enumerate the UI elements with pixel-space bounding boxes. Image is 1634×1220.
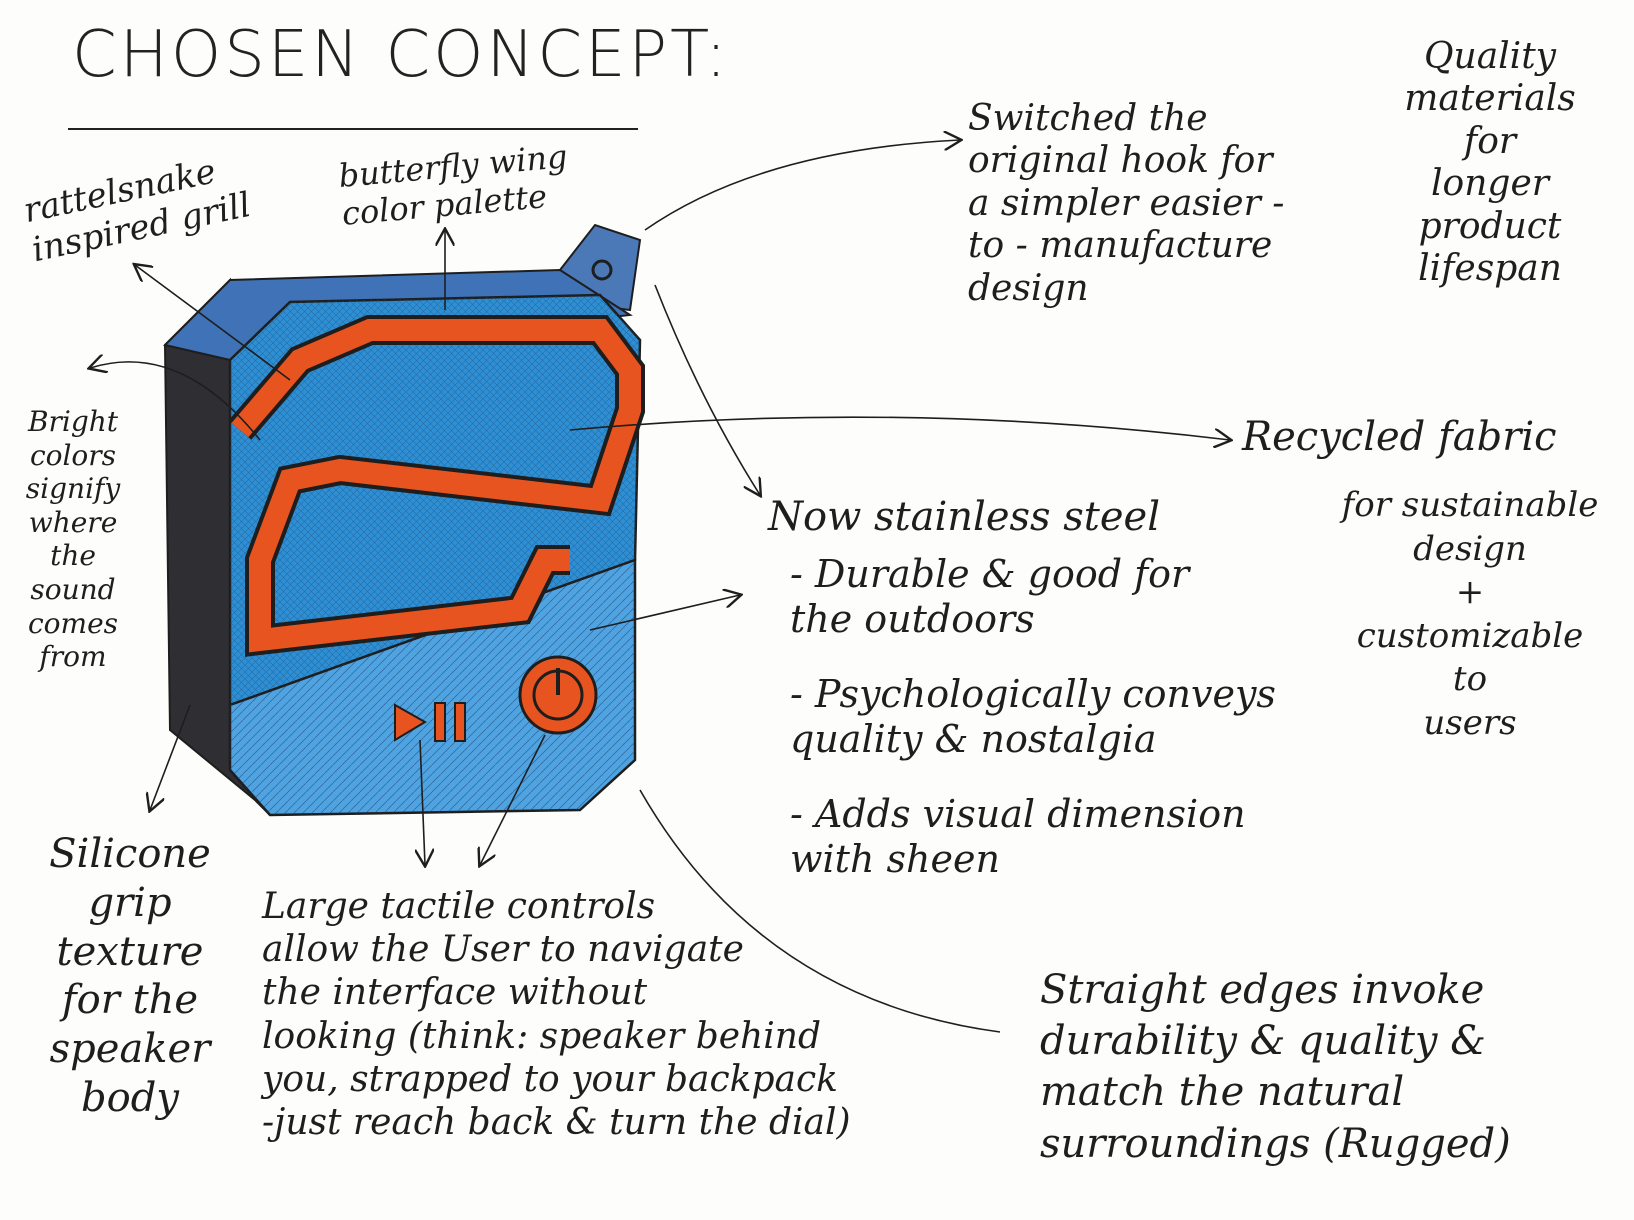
power-dial: [520, 657, 596, 733]
steel-heading: Now stainless steel: [768, 494, 1160, 541]
steel-point-3: - Adds visual dimension with sheen: [790, 792, 1246, 882]
materials-annotation: Quality materials for longer product lif…: [1370, 36, 1610, 291]
edges-annotation: Straight edges invoke durability & quali…: [1040, 965, 1511, 1170]
fabric-annotation: Recycled fabric: [1242, 414, 1557, 461]
fabric-detail-annotation: for sustainable design + customizable to…: [1320, 484, 1620, 745]
silicone-annotation: Silicone grip texture for the speaker bo…: [30, 830, 230, 1123]
steel-point-2: - Psychologically conveys quality & nost…: [790, 672, 1276, 762]
steel-point-1: - Durable & good for the outdoors: [790, 552, 1189, 642]
bright-colors-annotation: Bright colors signify where the sound co…: [8, 405, 138, 674]
hook-annotation: Switched the original hook for a simpler…: [968, 98, 1284, 310]
controls-annotation: Large tactile controls allow the User to…: [262, 885, 902, 1144]
